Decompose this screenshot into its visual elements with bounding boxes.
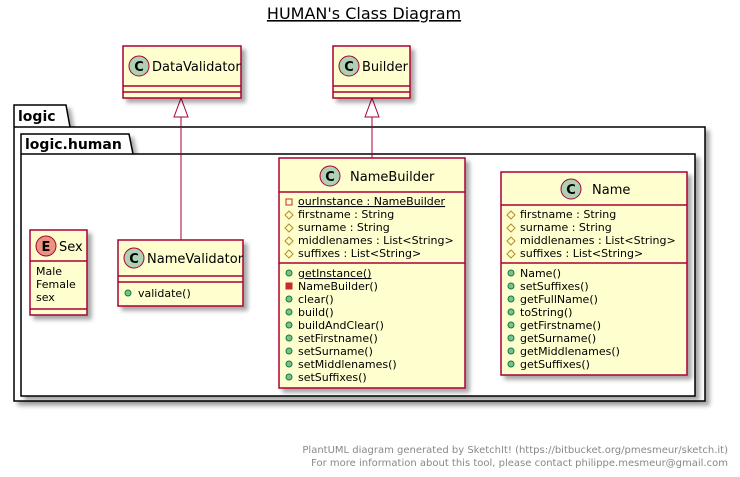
class-namebuilder: C NameBuilder ourInstance : NameBuilder … <box>278 157 466 389</box>
class-badge-letter: C <box>134 60 144 75</box>
private-field-icon <box>285 198 293 206</box>
method-label: setSuffixes() <box>298 371 367 384</box>
method-label: getFirstname() <box>520 319 601 332</box>
field-label: ourInstance : NameBuilder <box>298 195 446 208</box>
method-label: setSurname() <box>298 345 373 358</box>
package-logic-human-label: logic.human <box>25 137 122 153</box>
method-label: validate() <box>138 287 191 300</box>
enum-value: Male <box>36 265 62 278</box>
field-label: surname : String <box>298 221 390 234</box>
class-badge-letter: C <box>129 252 139 267</box>
method-label: Name() <box>520 267 561 280</box>
method-label: toString() <box>520 306 572 319</box>
protected-field-icon <box>506 236 516 246</box>
public-method-icon <box>124 289 132 297</box>
public-method-icon <box>507 269 515 277</box>
protected-field-icon <box>284 236 294 246</box>
package-logic-label: logic <box>18 109 56 125</box>
public-method-icon <box>285 295 293 303</box>
protected-field-icon <box>506 223 516 233</box>
public-method-icon <box>285 347 293 355</box>
field-label: middlenames : List<String> <box>520 234 676 247</box>
field-label: firstname : String <box>520 208 616 221</box>
method-label: NameBuilder() <box>298 280 378 293</box>
protected-field-icon <box>506 249 516 259</box>
public-method-icon <box>285 360 293 368</box>
class-badge-letter: C <box>344 60 354 75</box>
method-label: clear() <box>298 293 334 306</box>
class-badge-icon <box>338 55 360 77</box>
class-datavalidator-name: DataValidator <box>152 60 241 75</box>
field-label: suffixes : List<String> <box>298 247 421 260</box>
public-method-icon <box>507 347 515 355</box>
method-label: setFirstname() <box>298 332 378 345</box>
protected-field-icon <box>506 210 516 220</box>
enum-badge-letter: E <box>42 240 51 255</box>
public-method-icon <box>285 373 293 381</box>
public-method-icon <box>507 360 515 368</box>
class-badge-letter: C <box>325 170 335 185</box>
method-label: setSuffixes() <box>520 280 589 293</box>
public-method-icon <box>285 308 293 316</box>
class-namevalidator-name: NameValidator <box>147 252 244 267</box>
field-label: suffixes : List<String> <box>520 247 643 260</box>
enum-badge-icon <box>35 235 57 257</box>
protected-field-icon <box>284 210 294 220</box>
class-builder: C Builder <box>332 45 411 99</box>
protected-field-icon <box>284 249 294 259</box>
class-badge-letter: C <box>566 183 576 198</box>
method-label: getInstance() <box>298 267 371 280</box>
footer-line-2: For more information about this tool, pl… <box>311 458 728 469</box>
method-label: build() <box>298 306 334 319</box>
method-label: buildAndClear() <box>298 319 384 332</box>
method-label: setMiddlenames() <box>298 358 397 371</box>
public-method-icon <box>285 269 293 277</box>
enum-value: sex <box>36 291 55 304</box>
public-method-icon <box>507 334 515 342</box>
inheritance-namevalidator-datavalidator <box>173 96 189 240</box>
class-badge-icon <box>123 247 145 269</box>
field-label: firstname : String <box>298 208 394 221</box>
diagram-title: HUMAN's Class Diagram <box>267 4 461 23</box>
method-label: getSuffixes() <box>520 358 590 371</box>
class-badge-icon <box>319 165 341 187</box>
protected-field-icon <box>284 223 294 233</box>
class-datavalidator: C DataValidator <box>122 45 242 99</box>
class-namevalidator: C NameValidator validate() <box>117 239 244 307</box>
inheritance-namebuilder-builder <box>364 96 380 158</box>
enum-value: Female <box>36 278 76 291</box>
enum-sex-name: Sex <box>59 240 83 255</box>
enum-sex: E Sex Male Female sex <box>29 229 88 316</box>
class-badge-icon <box>560 178 582 200</box>
class-namebuilder-name: NameBuilder <box>350 170 435 185</box>
class-badge-icon <box>128 55 150 77</box>
method-label: getMiddlenames() <box>520 345 620 358</box>
footer-line-1: PlantUML diagram generated by SketchIt! … <box>302 445 728 456</box>
public-method-icon <box>507 308 515 316</box>
method-label: getFullName() <box>520 293 598 306</box>
field-label: surname : String <box>520 221 612 234</box>
public-method-icon <box>507 282 515 290</box>
field-label: middlenames : List<String> <box>298 234 454 247</box>
public-method-icon <box>285 321 293 329</box>
public-method-icon <box>507 321 515 329</box>
class-builder-name: Builder <box>362 60 409 75</box>
public-method-icon <box>507 295 515 303</box>
method-label: getSurname() <box>520 332 596 345</box>
class-name: C Name firstname : String surname : Stri… <box>500 171 688 376</box>
class-name-name: Name <box>592 183 630 198</box>
public-method-icon <box>285 334 293 342</box>
private-method-icon <box>285 282 293 290</box>
